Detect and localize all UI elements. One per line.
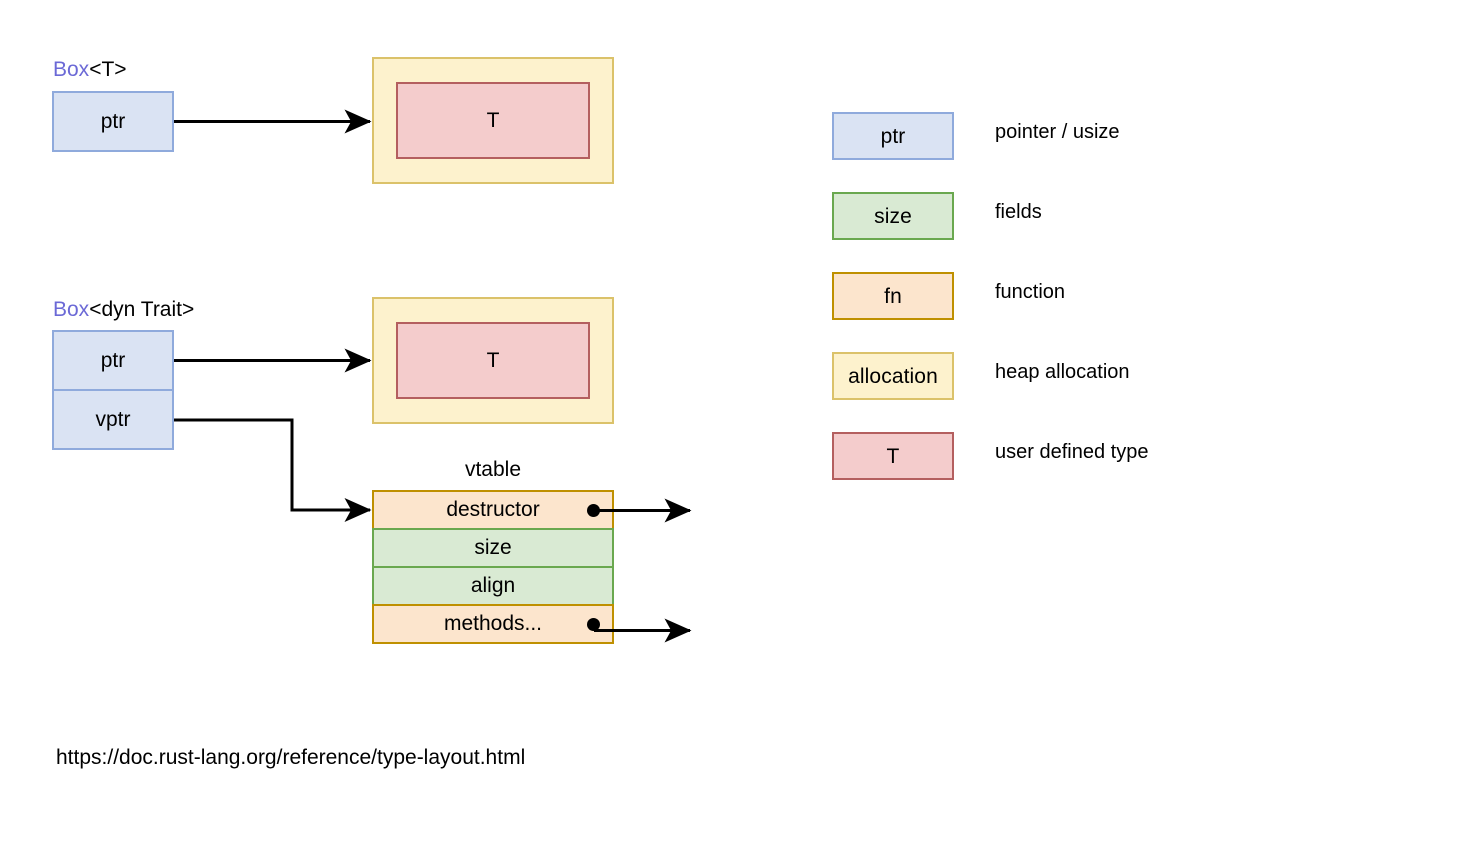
function-pointer-dot-icon: [587, 617, 600, 631]
legend-swatch-ptr: ptr: [832, 112, 954, 160]
vtable-row-align: align: [372, 566, 614, 606]
source-url-text: https://doc.rust-lang.org/reference/type…: [56, 746, 526, 769]
legend-swatch-size: size: [832, 192, 954, 240]
legend-swatch-fn: fn: [832, 272, 954, 320]
box-t-struct: ptr: [52, 91, 174, 152]
arrow-box-dyn-vptr-to-vtable: [174, 418, 372, 522]
legend-label-fields: fields: [995, 201, 1042, 223]
box-t-field-ptr: ptr: [100, 109, 126, 133]
box-t-generic: <T>: [89, 58, 127, 81]
vtable-struct: destructor size align methods...: [372, 490, 614, 644]
box-dyn-trait-field-vptr: vptr: [54, 389, 172, 448]
box-dyn-trait-struct: ptr vptr: [52, 330, 174, 450]
vtable-title: vtable: [464, 458, 522, 481]
box-t-allocation-inner-type: T: [396, 82, 590, 159]
box-dyn-trait-label: Box<dyn Trait>: [53, 299, 194, 320]
vtable-row-size: size: [372, 528, 614, 568]
box-t-heap-allocation: T: [372, 57, 614, 184]
box-dyn-trait-generic: <dyn Trait>: [89, 298, 195, 321]
box-t-keyword: Box: [53, 58, 90, 81]
box-dyn-trait-heap-allocation: T: [372, 297, 614, 424]
box-dyn-trait-allocation-inner-type: T: [396, 322, 590, 399]
vtable-row-destructor-label: destructor: [446, 498, 540, 521]
function-pointer-dot-icon: [587, 503, 600, 517]
vtable-row-align-label: align: [470, 574, 516, 597]
legend-swatch-user-type: T: [832, 432, 954, 480]
vtable-row-destructor: destructor: [372, 490, 614, 530]
vtable-row-methods-label: methods...: [443, 612, 543, 635]
box-t-label: Box<T>: [53, 59, 127, 80]
box-dyn-trait-field-ptr: ptr: [100, 348, 126, 372]
legend-label-heap-allocation: heap allocation: [995, 361, 1130, 383]
vtable-row-size-label: size: [474, 536, 512, 559]
legend-label-user-defined-type: user defined type: [995, 441, 1149, 463]
vtable-row-methods: methods...: [372, 604, 614, 644]
legend-label-function: function: [995, 281, 1066, 303]
legend-label-ptr: pointer / usize: [995, 121, 1120, 143]
legend-swatch-allocation: allocation: [832, 352, 954, 400]
box-dyn-trait-keyword: Box: [53, 298, 90, 321]
